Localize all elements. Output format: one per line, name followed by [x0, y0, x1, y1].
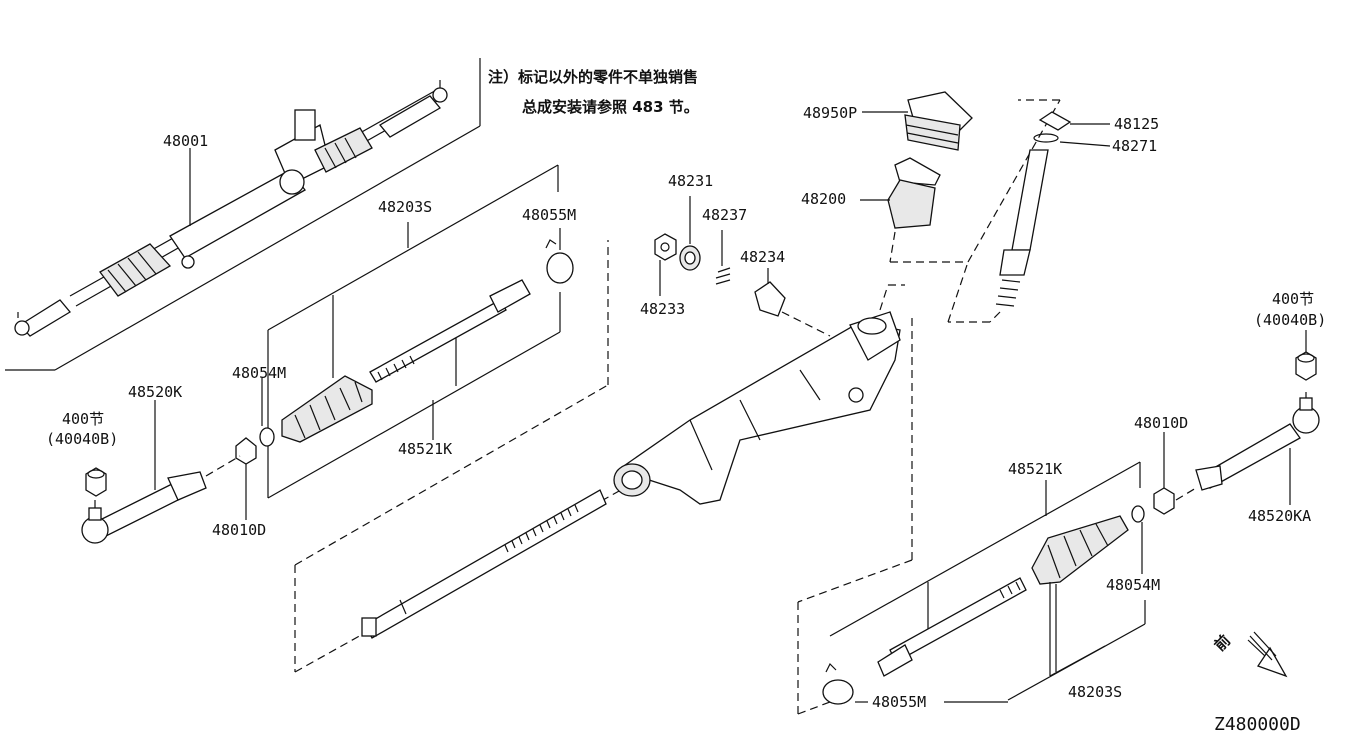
label-48950p: 48950P [803, 104, 857, 122]
right-tie-rod-group [822, 330, 1320, 705]
label-48271: 48271 [1112, 137, 1157, 155]
label-40040b-left: (40040B) [46, 430, 118, 448]
label-40040b-right: (40040B) [1254, 311, 1326, 329]
label-48520k: 48520K [128, 383, 182, 401]
label-48055m-left: 48055M [522, 206, 576, 224]
column-boot-group [860, 91, 1061, 263]
front-direction-arrow [1247, 631, 1288, 678]
steering-gear-assembly-48001 [5, 58, 481, 371]
right-dashed-outline [797, 318, 913, 715]
label-48203s-right: 48203S [1068, 683, 1122, 701]
note-line-1: 注）标记以外的零件不单独销售 [488, 68, 698, 86]
label-48200: 48200 [801, 190, 846, 208]
label-48125: 48125 [1114, 115, 1159, 133]
label-48001: 48001 [163, 132, 208, 150]
pinion-group [947, 111, 1111, 323]
left-tie-rod-group [81, 164, 574, 544]
label-section-400-left: 400节 [62, 410, 104, 428]
label-front: 前 [1211, 631, 1234, 654]
label-48234: 48234 [740, 248, 785, 266]
label-48521k-right: 48521K [1008, 460, 1062, 478]
label-48521k-left: 48521K [398, 440, 452, 458]
label-48231: 48231 [668, 172, 713, 190]
label-48054m-right: 48054M [1106, 576, 1160, 594]
gear-housing [613, 284, 905, 505]
label-48520ka: 48520KA [1248, 507, 1311, 525]
label-48055m-right: 48055M [872, 693, 926, 711]
diagram-code: Z480000D [1214, 714, 1301, 735]
note-line-2: 总成安装请参照 483 节。 [522, 98, 699, 116]
label-48010d-right: 48010D [1134, 414, 1188, 432]
label-48054m-left: 48054M [232, 364, 286, 382]
label-48237: 48237 [702, 206, 747, 224]
label-section-400-right: 400节 [1272, 290, 1314, 308]
label-48010d-left: 48010D [212, 521, 266, 539]
yoke-parts-group [654, 196, 831, 337]
label-48233: 48233 [640, 300, 685, 318]
label-48203s-left: 48203S [378, 198, 432, 216]
